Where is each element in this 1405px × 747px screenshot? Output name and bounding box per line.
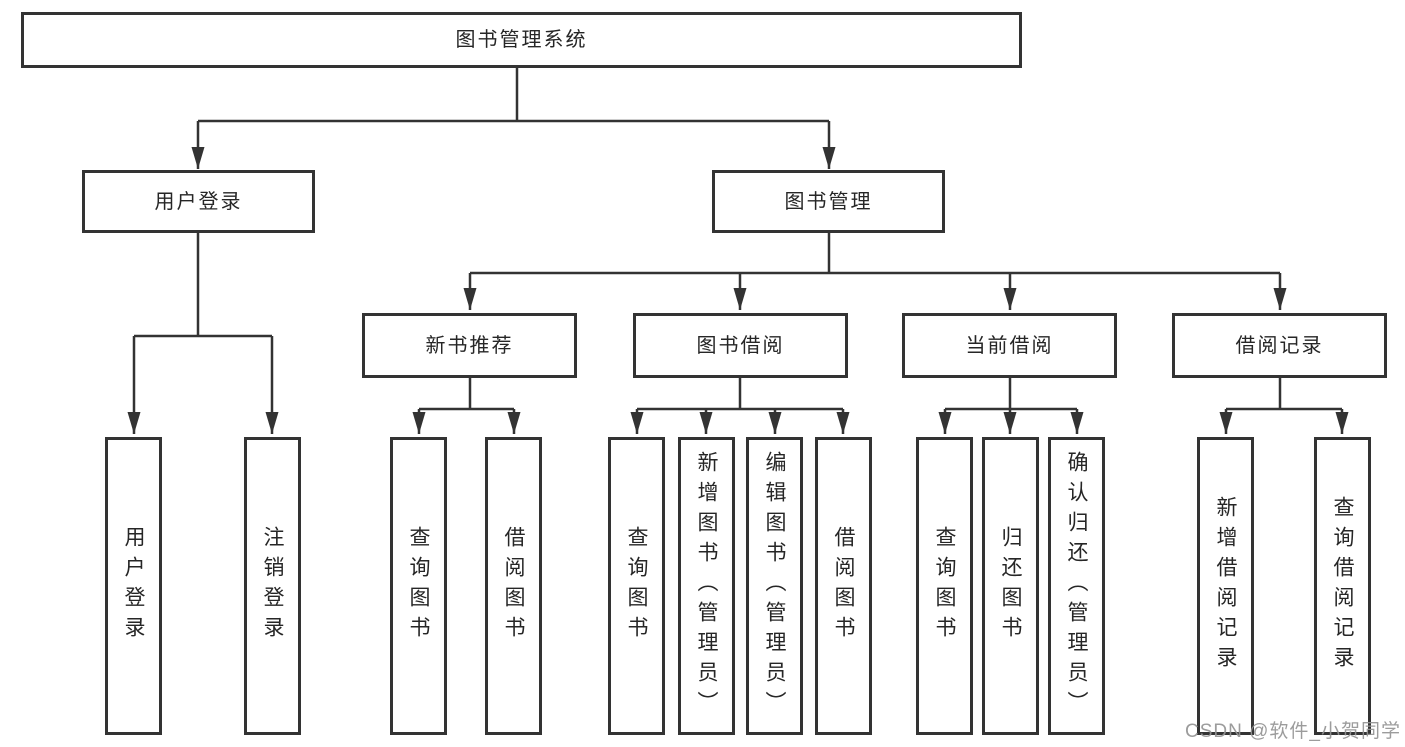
node-label: 新增借阅记录 bbox=[1214, 496, 1237, 676]
node-library-management-system: 图书管理系统 bbox=[21, 12, 1022, 68]
node-new-book-recommend: 新书推荐 bbox=[362, 313, 577, 378]
node-label: 查询借阅记录 bbox=[1331, 496, 1354, 676]
node-query-book-current: 查询图书 bbox=[916, 437, 973, 735]
node-borrow-book-leaf: 借阅图书 bbox=[815, 437, 872, 735]
node-label: 图书借阅 bbox=[696, 334, 785, 357]
node-user-login-leaf: 用户登录 bbox=[105, 437, 162, 735]
node-label: 新增图书（管理员） bbox=[695, 451, 718, 721]
node-query-book-borrowing: 查询图书 bbox=[608, 437, 665, 735]
node-label: 借阅图书 bbox=[832, 526, 855, 646]
node-label: 用户登录 bbox=[122, 526, 145, 646]
node-label: 查询图书 bbox=[625, 526, 648, 646]
node-borrowing-records: 借阅记录 bbox=[1172, 313, 1387, 378]
csdn-watermark: CSDN @软件_小贺同学 bbox=[1185, 721, 1401, 742]
node-label: 当前借阅 bbox=[965, 334, 1054, 357]
node-label: 确认归还（管理员） bbox=[1065, 451, 1088, 721]
node-label: 查询图书 bbox=[933, 526, 956, 646]
node-current-borrowing: 当前借阅 bbox=[902, 313, 1117, 378]
node-label: 图书管理 bbox=[784, 190, 873, 213]
node-label: 借阅图书 bbox=[502, 526, 525, 646]
node-edit-book-admin: 编辑图书（管理员） bbox=[746, 437, 803, 735]
node-book-borrowing: 图书借阅 bbox=[633, 313, 848, 378]
connector-arrows bbox=[127, 121, 1349, 434]
node-add-book-admin: 新增图书（管理员） bbox=[678, 437, 735, 735]
node-book-management: 图书管理 bbox=[712, 170, 945, 233]
node-user-login: 用户登录 bbox=[82, 170, 315, 233]
node-confirm-return-admin: 确认归还（管理员） bbox=[1048, 437, 1105, 735]
node-borrow-book-recommend: 借阅图书 bbox=[485, 437, 542, 735]
node-add-borrow-record: 新增借阅记录 bbox=[1197, 437, 1254, 735]
node-label: 借阅记录 bbox=[1235, 334, 1324, 357]
node-label: 图书管理系统 bbox=[455, 29, 588, 51]
node-label: 编辑图书（管理员） bbox=[763, 451, 786, 721]
node-query-book-recommend: 查询图书 bbox=[390, 437, 447, 735]
node-label: 注销登录 bbox=[261, 526, 284, 646]
node-return-book: 归还图书 bbox=[982, 437, 1039, 735]
node-label: 查询图书 bbox=[407, 526, 430, 646]
node-logout-leaf: 注销登录 bbox=[244, 437, 301, 735]
node-label: 新书推荐 bbox=[425, 334, 514, 357]
node-query-borrow-record: 查询借阅记录 bbox=[1314, 437, 1371, 735]
node-label: 用户登录 bbox=[154, 190, 243, 213]
node-label: 归还图书 bbox=[999, 526, 1022, 646]
